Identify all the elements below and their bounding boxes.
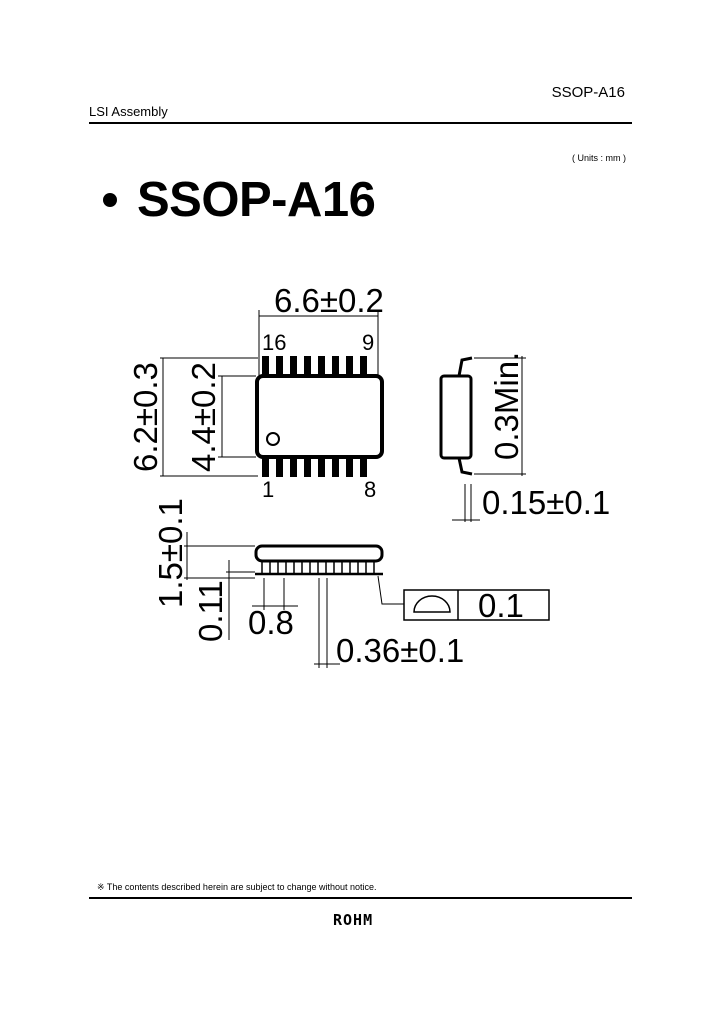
- package-code-header: SSOP-A16: [551, 84, 625, 101]
- header-rule: [89, 122, 632, 124]
- pin-label-1: 1: [262, 477, 274, 502]
- front-leads: [261, 561, 375, 574]
- dim-overall-width: 6.2±0.3: [127, 362, 164, 472]
- pin1-mark-icon: [266, 432, 280, 446]
- dim-pitch: 0.8: [248, 604, 294, 641]
- section-header: LSI Assembly: [89, 104, 168, 119]
- pin-label-8: 8: [364, 477, 376, 502]
- dim-flatness: 0.1: [478, 587, 524, 624]
- title-text: SSOP-A16: [137, 173, 376, 227]
- front-view-body: [254, 544, 384, 563]
- disclaimer-note: ※ The contents described herein are subj…: [97, 882, 377, 892]
- dim-lead-width: 0.36±0.1: [336, 632, 464, 669]
- dim-standoff: 0.11: [192, 580, 229, 642]
- side-view-body: [439, 374, 473, 460]
- page-title: SSOP-A16: [103, 172, 376, 228]
- top-leads: [262, 356, 367, 376]
- pin-label-9: 9: [362, 330, 374, 355]
- dim-body-length: 6.6±0.2: [274, 282, 384, 319]
- bullet-icon: [103, 193, 117, 207]
- dim-lead-thickness: 0.15±0.1: [482, 484, 610, 521]
- dim-height: 1.5±0.1: [152, 498, 189, 608]
- pin-label-16: 16: [262, 330, 286, 355]
- units-label: ( Units : mm ): [572, 153, 626, 163]
- flatness-frame: [403, 589, 550, 621]
- dim-body-width: 4.4±0.2: [185, 362, 222, 472]
- bottom-leads: [262, 457, 367, 477]
- rohm-logo: ROHM: [333, 911, 374, 929]
- dim-standoff-min: 0.3Min.: [488, 352, 525, 460]
- flatness-symbol-icon: [413, 595, 451, 613]
